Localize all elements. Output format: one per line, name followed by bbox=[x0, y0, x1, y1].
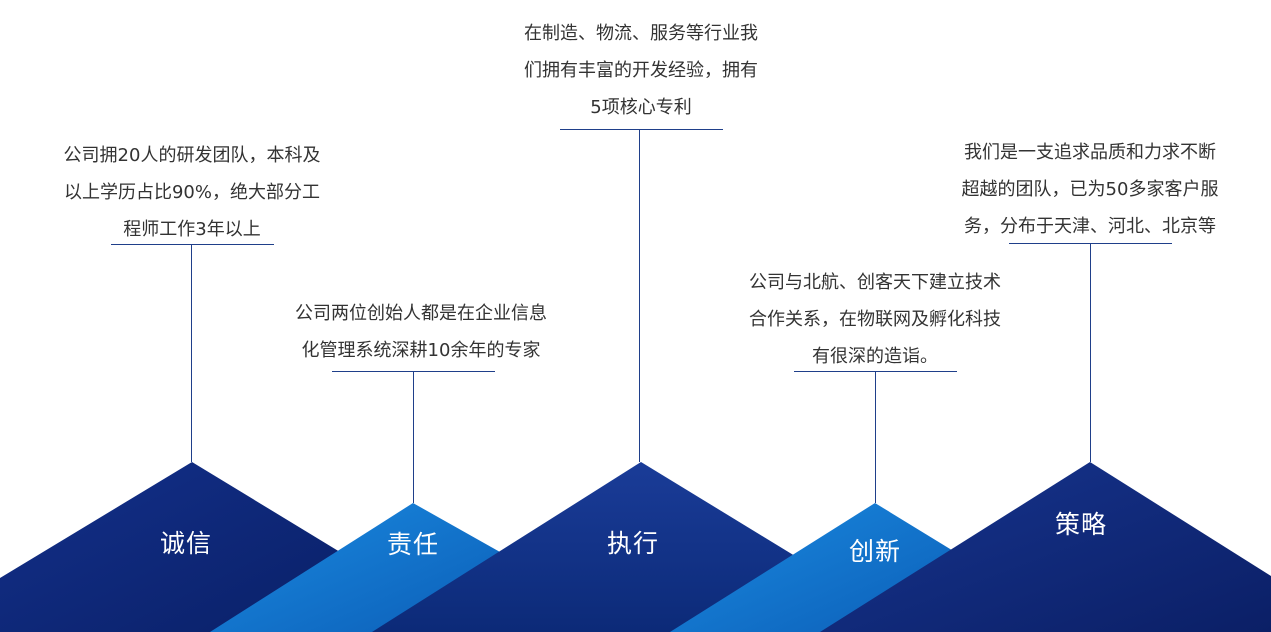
description-line: 化管理系统深耕10余年的专家 bbox=[301, 340, 541, 361]
description-zhixing: 在制造、物流、服务等行业我 们拥有丰富的开发经验，拥有 5项核心专利 bbox=[491, 15, 791, 126]
description-line: 在制造、物流、服务等行业我 bbox=[524, 23, 758, 44]
description-line: 务，分布于天津、河北、北京等 bbox=[964, 216, 1216, 237]
description-line: 合作关系，在物联网及孵化科技 bbox=[749, 309, 1001, 330]
description-line: 我们是一支追求品质和力求不断 bbox=[964, 142, 1216, 163]
peak-label-celue: 策略 bbox=[1054, 510, 1107, 539]
description-zeren: 公司两位创始人都是在企业信息 化管理系统深耕10余年的专家 bbox=[271, 295, 571, 369]
description-line: 有很深的造诣。 bbox=[812, 346, 938, 367]
peak-label-zeren: 责任 bbox=[386, 530, 439, 559]
peak-label-chengxin: 诚信 bbox=[159, 529, 212, 558]
description-line: 公司两位创始人都是在企业信息 bbox=[295, 303, 547, 324]
description-chengxin: 公司拥20人的研发团队，本科及 以上学历占比90%，绝大部分工 程师工作3年以上 bbox=[42, 137, 342, 248]
description-celue: 我们是一支追求品质和力求不断 超越的团队，已为50多家客户服 务，分布于天津、河… bbox=[940, 134, 1240, 245]
stem-celue bbox=[1090, 243, 1091, 462]
description-line: 程师工作3年以上 bbox=[123, 219, 261, 240]
description-line: 公司拥20人的研发团队，本科及 bbox=[63, 145, 321, 166]
stem-chengxin bbox=[191, 244, 192, 462]
stem-zeren bbox=[413, 371, 414, 503]
peak-label-zhixing: 执行 bbox=[606, 529, 659, 558]
mountain-celue bbox=[820, 462, 1271, 632]
description-line: 们拥有丰富的开发经验，拥有 bbox=[524, 60, 758, 81]
description-line: 超越的团队，已为50多家客户服 bbox=[961, 179, 1219, 200]
stem-chuangxin bbox=[875, 371, 876, 503]
description-chuangxin: 公司与北航、创客天下建立技术 合作关系，在物联网及孵化科技 有很深的造诣。 bbox=[725, 264, 1025, 375]
description-line: 公司与北航、创客天下建立技术 bbox=[749, 272, 1001, 293]
mountain-zhixing bbox=[372, 462, 795, 632]
description-line: 以上学历占比90%，绝大部分工 bbox=[63, 182, 320, 203]
stem-zhixing bbox=[639, 129, 640, 462]
rule-chengxin bbox=[111, 244, 274, 245]
peak-label-chuangxin: 创新 bbox=[848, 537, 901, 566]
rule-zhixing bbox=[560, 129, 723, 130]
description-line: 5项核心专利 bbox=[590, 97, 692, 118]
mountain-chengxin bbox=[0, 462, 340, 632]
